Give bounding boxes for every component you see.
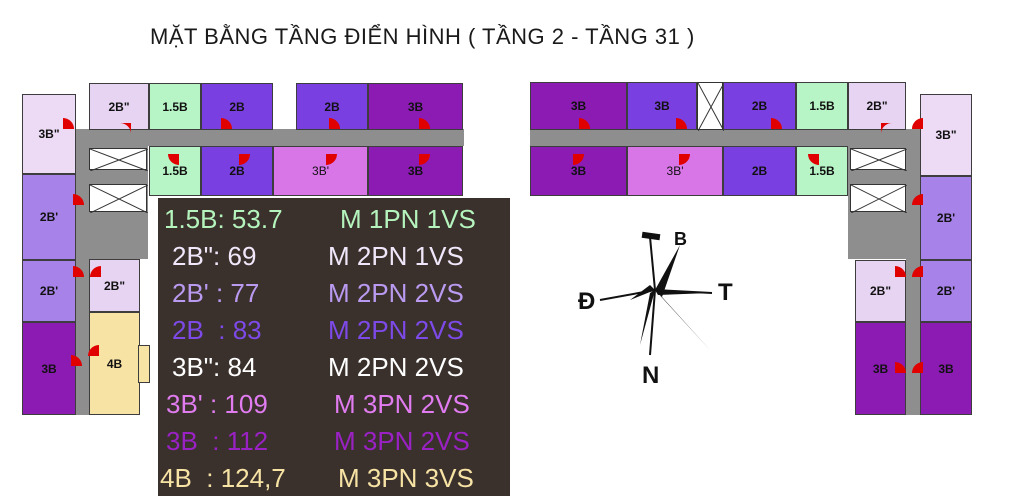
legend-desc: M 1PN 1VS	[340, 204, 476, 234]
unit-right-wing-2b2: 2B"	[855, 260, 906, 322]
unit-right-top-2b: 2B	[723, 82, 796, 130]
compass-rose: B N Đ T	[578, 229, 733, 389]
legend-code: 3B : 112	[166, 426, 269, 456]
unit-left-wing-2b1-b: 2B'	[22, 260, 76, 322]
compass-axis	[599, 289, 656, 301]
legend-code: 3B": 84	[172, 352, 257, 382]
legend-desc: M 3PN 2VS	[334, 389, 470, 419]
unit-left-top-3b: 3B	[368, 83, 463, 130]
unit-left-wing-4b-balcony	[138, 345, 150, 383]
unit-left-wing-3b: 3B	[22, 322, 76, 415]
unit-left-wing-3b2: 3B"	[22, 94, 76, 174]
compass-west-label: T	[718, 279, 733, 306]
unit-right-wing-3b-b: 3B	[920, 322, 972, 415]
legend-row: 3B : 112 M 3PN 2VS	[158, 424, 510, 458]
compass-axis	[641, 231, 661, 241]
compass-axis	[654, 289, 713, 294]
legend-row: 1.5B: 53.7 M 1PN 1VS	[158, 202, 510, 236]
legend-desc: M 3PN 2VS	[334, 426, 470, 456]
unit-right-bottom-1-5b: 1.5B	[796, 146, 848, 196]
unit-right-top-1-5b: 1.5B	[796, 82, 848, 130]
left-main-corridor	[76, 129, 464, 146]
right-main-corridor	[530, 129, 920, 146]
unit-left-top-2b-a: 2B	[201, 83, 273, 130]
right-lift-shaft-2	[850, 148, 908, 172]
compass-north-label: B	[674, 229, 687, 249]
unit-right-bottom-3b: 3B	[530, 146, 627, 196]
right-lift-shaft	[697, 82, 725, 132]
unit-right-wing-3b2: 3B"	[920, 94, 972, 176]
legend-desc: M 2PN 2VS	[328, 352, 464, 382]
unit-left-top-2b-b: 2B	[296, 83, 368, 130]
unit-left-bottom-3b: 3B	[368, 146, 463, 196]
legend-code: 3B' : 109	[166, 389, 268, 419]
legend-code: 1.5B: 53.7	[164, 204, 283, 234]
legend-row: 2B' : 77 M 2PN 2VS	[158, 276, 510, 310]
legend-desc: M 2PN 2VS	[328, 315, 464, 345]
compass-axis	[649, 289, 656, 356]
legend-desc: M 2PN 1VS	[328, 241, 464, 271]
legend-desc: M 3PN 3VS	[338, 463, 474, 493]
unit-right-top-3b-b: 3B	[627, 82, 697, 130]
legend-code: 4B : 124,7	[160, 463, 286, 493]
unit-right-bottom-2b: 2B	[723, 146, 796, 196]
unit-right-bottom-3b1: 3B'	[627, 146, 723, 196]
unit-right-wing-2b1-a: 2B'	[920, 176, 972, 260]
legend-row: 4B : 124,7 M 3PN 3VS	[158, 461, 510, 495]
unit-left-wing-2b2: 2B"	[89, 259, 140, 312]
legend-row: 2B : 83 M 2PN 2VS	[158, 313, 510, 347]
unit-right-wing-3b-a: 3B	[855, 322, 906, 415]
legend-desc: M 2PN 2VS	[328, 278, 464, 308]
unit-right-wing-2b1-b: 2B'	[920, 260, 972, 322]
legend-panel: 1.5B: 53.7 M 1PN 1VS 2B": 69 M 2PN 1VS 2…	[158, 198, 510, 496]
unit-right-top-3b-a: 3B	[530, 82, 627, 130]
unit-left-wing-2b1-a: 2B'	[22, 174, 76, 260]
unit-left-top-2b2: 2B"	[89, 83, 149, 130]
legend-code: 2B : 83	[172, 315, 262, 345]
legend-code: 2B' : 77	[172, 278, 260, 308]
left-lift-shaft	[89, 148, 149, 172]
legend-code: 2B": 69	[172, 241, 257, 271]
unit-left-bottom-1-5b: 1.5B	[149, 146, 201, 196]
legend-row: 2B": 69 M 2PN 1VS	[158, 239, 510, 273]
legend-row: 3B": 84 M 2PN 2VS	[158, 350, 510, 384]
compass-needle	[655, 290, 710, 350]
unit-left-bottom-2b: 2B	[201, 146, 273, 196]
page-title: MẶT BẰNG TẦNG ĐIỂN HÌNH ( TẦNG 2 - TẦNG …	[150, 24, 695, 49]
unit-right-top-2b2: 2B"	[848, 82, 906, 130]
right-stair-shaft	[850, 184, 908, 214]
unit-left-top-1-5b: 1.5B	[149, 83, 201, 130]
unit-left-bottom-3b1: 3B'	[273, 146, 368, 196]
legend-row: 3B' : 109 M 3PN 2VS	[158, 387, 510, 421]
left-stair-shaft	[89, 184, 149, 214]
unit-left-wing-4b: 4B	[89, 312, 140, 415]
compass-needle	[655, 245, 680, 297]
compass-south-label: N	[642, 362, 659, 389]
compass-east-label: Đ	[578, 288, 595, 315]
compass-needle	[640, 290, 655, 345]
compass-axis	[649, 236, 656, 291]
